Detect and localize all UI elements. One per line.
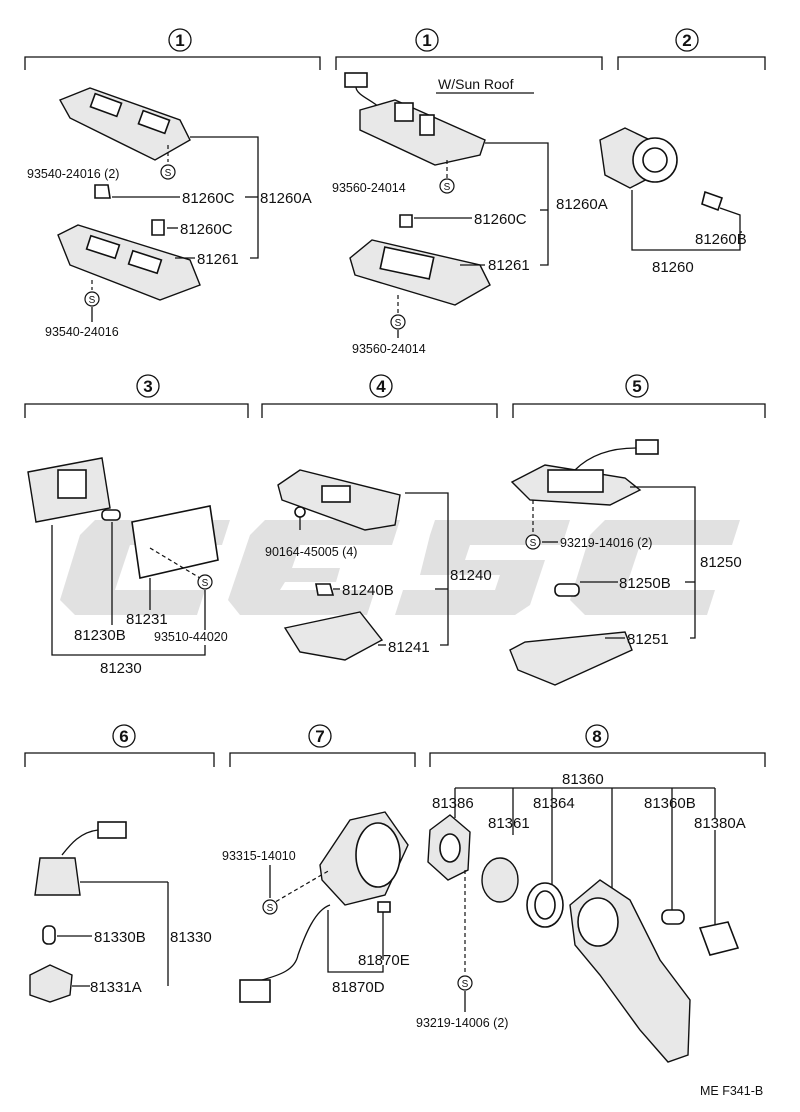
section-1a: S S 93540-24016 (2) 81260C 81260A 81260C… xyxy=(27,87,312,339)
screw-symbol-label: S xyxy=(165,168,172,179)
lens xyxy=(509,631,633,686)
part-number-label: 81260 xyxy=(652,259,694,276)
screw-symbol-label: S xyxy=(267,903,274,914)
bulb xyxy=(315,583,335,596)
part-number-label: 81260B xyxy=(695,231,747,248)
svg-text:4: 4 xyxy=(376,377,386,396)
part-number-label: 81870E xyxy=(358,952,410,969)
part-number-label: 81240 xyxy=(450,567,492,584)
console-housing xyxy=(59,87,191,161)
section-8: 81360 81386 81364 81361 81360B 81380A S … xyxy=(416,771,746,1063)
bulb xyxy=(42,925,56,945)
part-number-label: 81361 xyxy=(488,815,530,832)
section-1b: S S 93560-24014 81260C 81260A 81261 9356… xyxy=(332,72,608,356)
part-number-label: 81364 xyxy=(533,795,575,812)
section-3-header: 3 xyxy=(24,374,249,418)
socket-cover xyxy=(29,964,73,1003)
part-number-label: 93219-14006 (2) xyxy=(416,1016,508,1030)
svg-text:7: 7 xyxy=(315,727,324,746)
part-number-label: 81870D xyxy=(332,979,385,996)
part-number-label: 81260C xyxy=(474,211,527,228)
part-number-label: 81360 xyxy=(562,771,604,788)
section-6: 81330B 81330 81331A xyxy=(29,821,212,1003)
section-7: S 93315-14010 81870E 81870D xyxy=(222,811,410,1003)
part-number-label: 81260C xyxy=(180,221,233,238)
section-1a-header: 1 xyxy=(24,28,321,70)
section-4-header: 4 xyxy=(261,374,498,418)
screw-symbol-label: S xyxy=(89,295,96,306)
section-1b-header: 1 W/Sun Roof xyxy=(335,28,603,94)
svg-text:5: 5 xyxy=(632,377,641,396)
lens xyxy=(481,857,519,903)
part-number-label: 81230B xyxy=(74,627,126,644)
part-number-label: 81251 xyxy=(627,631,669,648)
bulb xyxy=(661,909,685,925)
part-number-label: 81260A xyxy=(260,190,312,207)
section-5: S 93219-14016 (2) 81250B 81250 81251 xyxy=(509,439,742,686)
svg-text:3: 3 xyxy=(143,377,152,396)
part-number-label: 81230 xyxy=(100,660,142,677)
part-number-label: 93315-14010 xyxy=(222,849,296,863)
part-number-label: 93560-24014 xyxy=(352,342,426,356)
lens xyxy=(283,611,384,661)
bulb xyxy=(151,219,165,236)
part-number-label: 81260A xyxy=(556,196,608,213)
part-number-label: 81240B xyxy=(342,582,394,599)
screw-symbol-label: S xyxy=(395,318,402,329)
part-number-label: 90164-45005 (4) xyxy=(265,545,357,559)
part-number-label: 81386 xyxy=(432,795,474,812)
section-2: 81260B 81260 xyxy=(599,127,747,276)
svg-text:6: 6 xyxy=(119,727,128,746)
bulb xyxy=(701,190,724,212)
section-number: 2 xyxy=(682,31,691,50)
section-3: S 81231 81230B 93510-44020 81230 xyxy=(27,457,228,677)
part-number-label: 81231 xyxy=(126,611,168,628)
bulb xyxy=(101,509,121,521)
section-5-header: 5 xyxy=(512,374,766,418)
part-number-label: 93219-14016 (2) xyxy=(560,536,652,550)
part-number-label: 81261 xyxy=(488,257,530,274)
part-number-label: 81330B xyxy=(94,929,146,946)
part-number-label: 81241 xyxy=(388,639,430,656)
section-4: 90164-45005 (4) 81240B 81240 81241 xyxy=(265,469,492,661)
part-number-label: 81260C xyxy=(182,190,235,207)
svg-text:8: 8 xyxy=(592,727,601,746)
bulb xyxy=(94,184,111,199)
part-number-label: 81331A xyxy=(90,979,142,996)
bulb xyxy=(554,583,580,597)
screw-symbol-label: S xyxy=(462,979,469,990)
section-number: 1 xyxy=(175,31,184,50)
part-number-label: 93560-24014 xyxy=(332,181,406,195)
part-number-label: 81330 xyxy=(170,929,212,946)
screw-symbol-label: S xyxy=(530,538,537,549)
socket xyxy=(34,857,81,896)
lens xyxy=(131,505,219,579)
part-number-label: 81360B xyxy=(644,795,696,812)
section-number: 1 xyxy=(422,31,431,50)
section-6-header: 6 xyxy=(24,724,215,767)
part-number-label: 81380A xyxy=(694,815,746,832)
part-number-label: 81250B xyxy=(619,575,671,592)
section-2-header: 2 xyxy=(617,28,766,70)
part-number-label: 93540-24016 (2) xyxy=(27,167,119,181)
part-number-label: 93540-24016 xyxy=(45,325,119,339)
bulb xyxy=(399,214,413,228)
section-8-header: 8 xyxy=(429,724,766,767)
part-number-label: 81261 xyxy=(197,251,239,268)
part-number-label: 93510-44020 xyxy=(154,630,228,644)
socket xyxy=(698,921,740,956)
section-subtitle: W/Sun Roof xyxy=(438,76,514,92)
screw-symbol-label: S xyxy=(202,578,209,589)
figure-code: ME F341-B xyxy=(700,1084,763,1098)
watermark xyxy=(60,520,740,615)
bulb xyxy=(377,901,391,913)
part-number-label: 81250 xyxy=(700,554,742,571)
screw-symbol-label: S xyxy=(444,182,451,193)
section-7-header: 7 xyxy=(229,724,416,767)
